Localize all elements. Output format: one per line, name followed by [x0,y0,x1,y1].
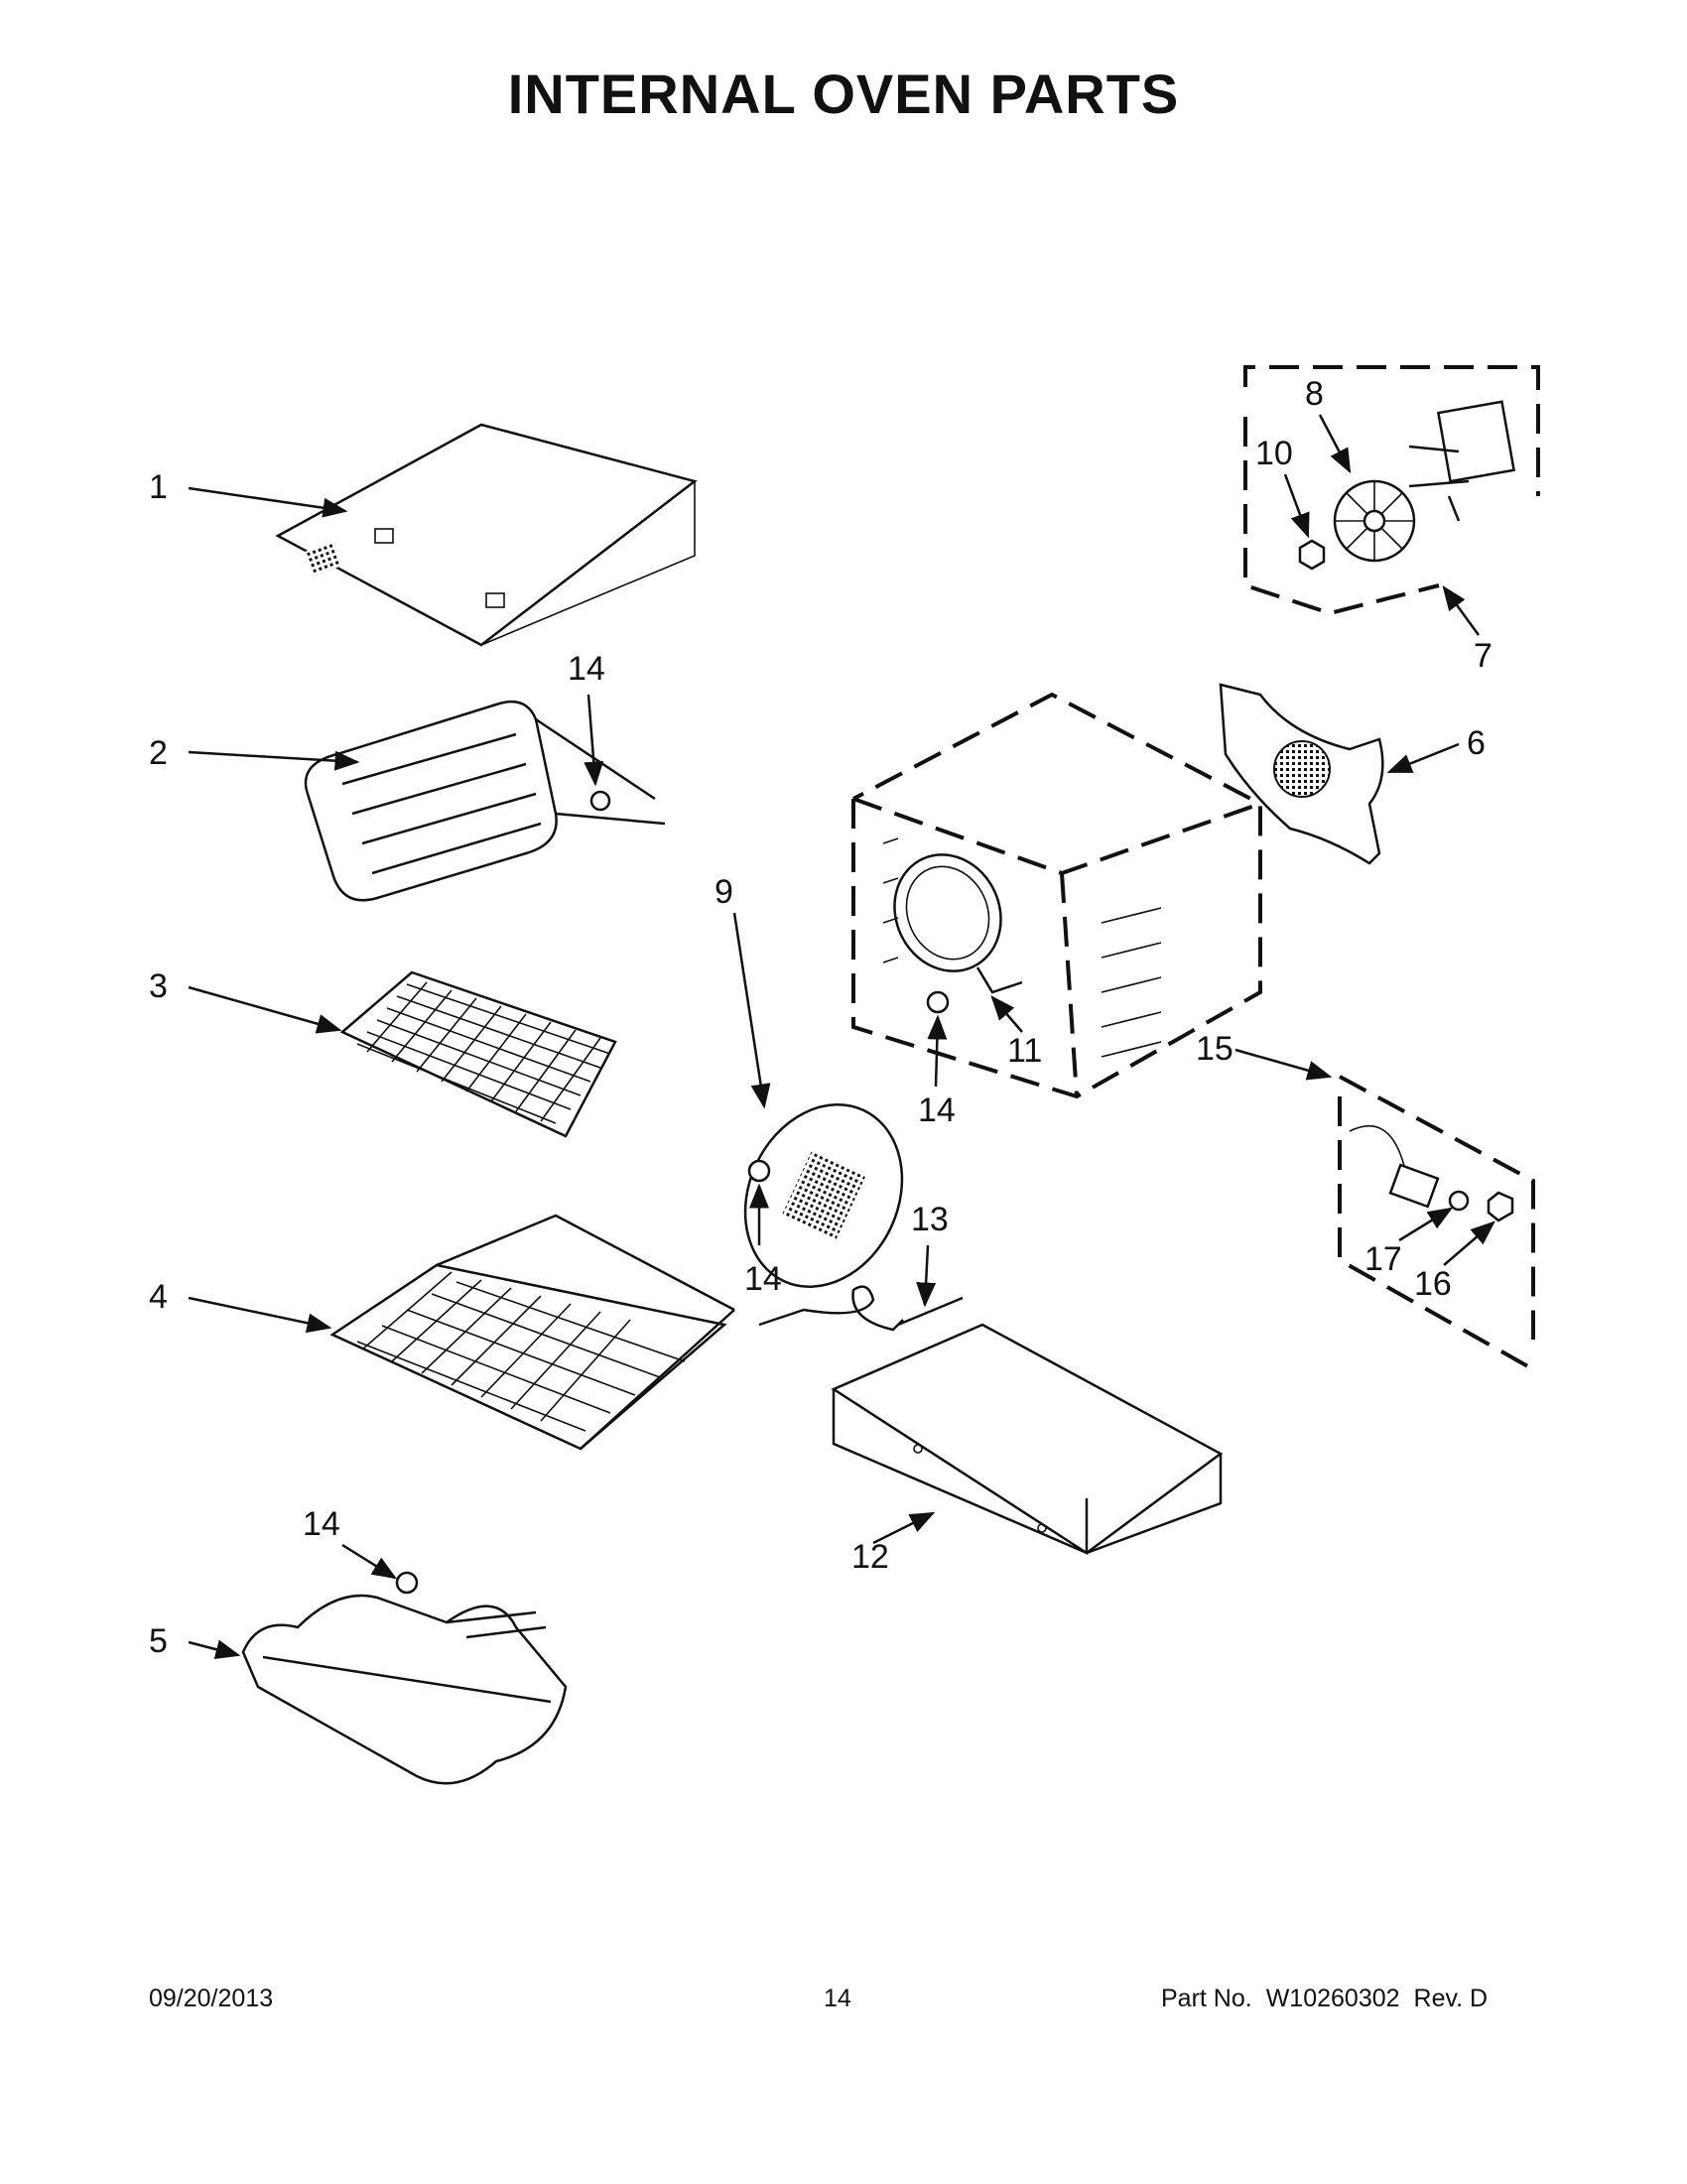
callout-12: 12 [851,1538,889,1576]
light-washer [1448,1190,1470,1212]
callout-3: 3 [149,967,168,1005]
callout-14-plate: 14 [744,1260,782,1298]
oven-cavity [851,692,1262,1099]
callout-1: 1 [149,468,168,506]
leader-lines [188,414,1495,1660]
callout-10: 10 [1255,435,1293,472]
callout-13: 13 [911,1201,949,1238]
callout-2: 2 [149,734,168,772]
convection-element [893,853,1023,994]
callout-15: 15 [1196,1030,1233,1068]
callout-17: 17 [1364,1240,1402,1278]
flat-oven-rack [339,970,617,1138]
footer-date: 09/20/2013 [149,1985,274,2012]
callout-14-broil: 14 [568,650,605,688]
part-number-value: W10260302 [1265,1985,1400,2012]
callout-9: 9 [714,873,733,911]
broil-element [304,700,666,902]
callout-7: 7 [1474,637,1492,675]
callout-11: 11 [1007,1032,1042,1070]
oven-light-assembly [1338,1075,1535,1371]
footer-part-number: Part No. W10260302 Rev. D [1161,1985,1501,2013]
bottom-tray [831,1323,1224,1555]
callout-5: 5 [149,1622,168,1660]
bake-element [241,1571,568,1785]
extension-oven-rack [329,1214,735,1451]
callout-8: 8 [1305,375,1324,413]
screw-plate [747,1159,771,1183]
fan-blade [1333,479,1416,563]
callout-6: 6 [1467,724,1486,762]
revision-label: Rev. D [1413,1985,1489,2012]
footer-page-number: 14 [824,1985,851,2012]
screw-top [926,990,950,1014]
fan-motor-assembly [1243,365,1540,616]
callout-14-cavity: 14 [918,1092,956,1129]
part-number-label: Part No. [1161,1985,1252,2012]
light-lens [1487,1191,1514,1222]
light-socket [1349,1124,1440,1209]
page-title: INTERNAL OVEN PARTS [507,63,1180,125]
callout-14-bake: 14 [303,1505,340,1543]
oven-top-panel [275,423,698,647]
callout-4: 4 [149,1278,168,1316]
meat-probe [758,1285,964,1332]
convection-fan-cover [1219,683,1384,865]
callout-16: 16 [1414,1265,1452,1303]
rear-baffle-plate [743,1103,904,1288]
fan-nut [1298,539,1326,571]
